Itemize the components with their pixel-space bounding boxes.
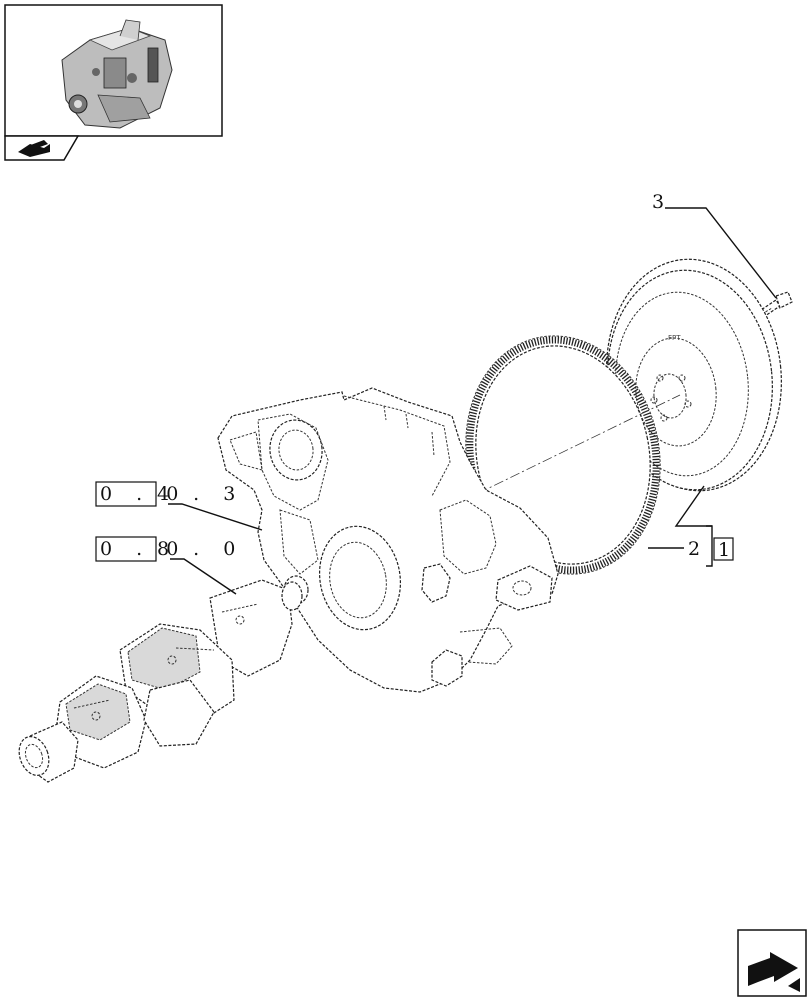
crankshaft[interactable] — [14, 579, 303, 783]
next-page-arrow-icon[interactable] — [737, 929, 807, 997]
flywheel-housing[interactable] — [217, 387, 559, 693]
engine-thumbnail-icon — [61, 19, 173, 129]
callout-label-1: 1 — [718, 539, 730, 561]
callout-leader-3 — [665, 207, 777, 299]
ref-callout-080[interactable]: 0 . 0 8 . 0 — [95, 536, 244, 595]
ref-leader-080 — [170, 558, 237, 595]
callout-label-2: 2 — [688, 538, 700, 560]
center-axis-line — [299, 394, 681, 581]
book-arrow-icon[interactable] — [4, 135, 80, 161]
svg-text:FPT: FPT — [668, 334, 681, 342]
ref-rest-043: 4 . 3 — [157, 483, 244, 505]
ref-box-043 — [95, 481, 157, 507]
ref-callout-043[interactable]: 0 . 0 4 . 3 — [95, 481, 263, 531]
callout-label-3: 3 — [652, 191, 664, 213]
ref-rest-080: 8 . 0 — [157, 538, 244, 560]
ref-boxed-043: 0 . 0 — [100, 483, 187, 505]
flywheel[interactable]: FPT — [595, 251, 792, 500]
ref-leader-043 — [168, 503, 263, 531]
ref-boxed-080: 0 . 0 — [100, 538, 187, 560]
callout-leader-1 — [674, 485, 712, 527]
engine-thumbnail — [4, 4, 223, 161]
ref-box-080 — [95, 536, 157, 562]
callout-box-1 — [713, 537, 734, 561]
callout-bracket — [706, 525, 713, 567]
